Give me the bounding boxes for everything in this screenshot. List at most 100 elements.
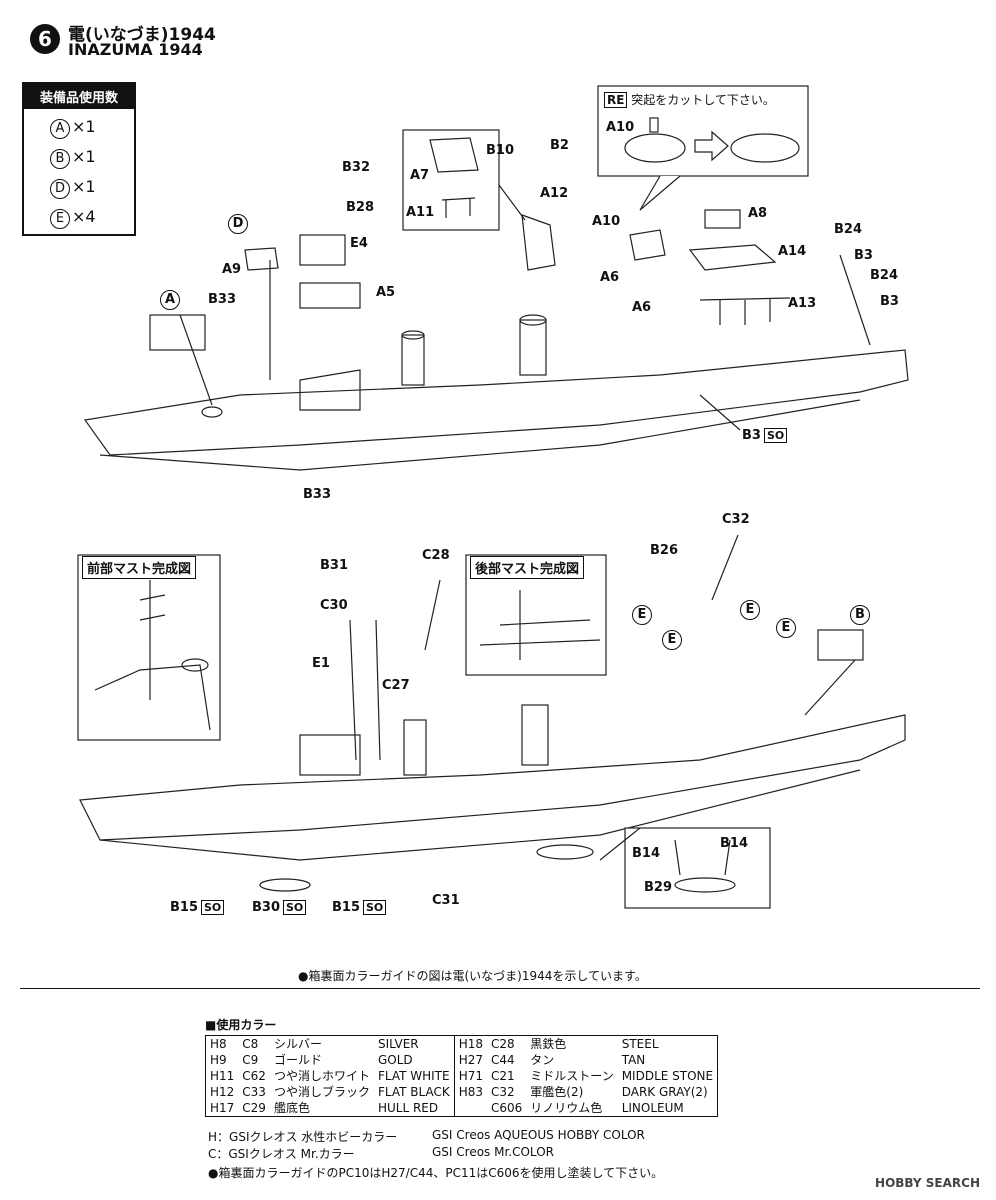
color-name-jp: シルバー: [273, 1037, 322, 1051]
part-b29: [674, 877, 736, 893]
part-a8: [704, 209, 741, 229]
re-badge: RE: [604, 92, 628, 108]
label-b3-2: B3: [880, 294, 899, 309]
equipment-row: B×1: [50, 147, 134, 169]
fore-mast-drawing: [94, 580, 211, 731]
circle-b: B: [850, 605, 870, 625]
equipment-count: ×1: [72, 177, 96, 196]
part-a7: [429, 137, 479, 173]
label-a6-2: A6: [632, 300, 652, 315]
part-e4: [299, 234, 346, 266]
step-title-en: INAZUMA 1944: [68, 40, 203, 59]
label-b3-part: B3: [742, 428, 761, 443]
so-badge: SO: [363, 900, 387, 915]
box-color-guide-note: ●箱裏面カラーガイドの図は電(いなづま)1944を示しています。: [298, 969, 647, 983]
part-c28: [424, 579, 441, 651]
label-a12: A12: [540, 186, 569, 201]
label-c27: C27: [382, 678, 410, 693]
color-c: C28: [491, 1037, 515, 1051]
bridge-lower: [299, 734, 361, 776]
circle-a: A: [160, 290, 180, 310]
color-name-en: LINOLEUM: [621, 1101, 684, 1115]
legend-h-en: GSI Creos AQUEOUS HOBBY COLOR: [432, 1128, 645, 1142]
label-b24-2: B24: [870, 268, 898, 283]
label-a10: A10: [592, 214, 621, 229]
color-name-en: STEEL: [621, 1037, 659, 1051]
circle-letter: A: [50, 119, 70, 139]
so-badge: SO: [763, 428, 788, 443]
part-a14: [688, 244, 777, 271]
color-h: H27: [453, 1052, 487, 1068]
part-b30: [259, 878, 311, 892]
part-a13: [699, 297, 791, 325]
leader-line: [699, 394, 741, 431]
leader-line: [804, 659, 856, 716]
color-name-en: HULL RED: [377, 1101, 439, 1115]
leader-line: [599, 827, 641, 861]
color-name-jp: つや消しブラック: [273, 1085, 370, 1099]
so-badge: SO: [201, 900, 225, 915]
label-b15-part: B15: [170, 900, 198, 915]
aft-mast-drawing: [479, 590, 601, 660]
color-name-en: SILVER: [377, 1037, 419, 1051]
label-a11: A11: [406, 205, 435, 220]
label-b2: B2: [550, 138, 569, 153]
re-note-box: [597, 85, 809, 177]
color-name-en: TAN: [621, 1053, 646, 1067]
color-h: H8: [210, 1037, 227, 1051]
circle-letter: D: [50, 179, 70, 199]
circle-e: E: [632, 605, 652, 625]
legend-c-en: GSI Creos Mr.COLOR: [432, 1145, 554, 1159]
funnel-aft: [519, 319, 547, 376]
circle-e: E: [662, 630, 682, 650]
color-name-en: DARK GRAY(2): [621, 1085, 708, 1099]
fore-mast-pole: [375, 619, 381, 761]
re-note-text: 突起をカットして下さい。: [631, 93, 775, 107]
turret-b: [817, 629, 864, 661]
color-h: H18: [453, 1035, 487, 1052]
label-b3-1: B3: [854, 248, 873, 263]
equipment-count-title: 装備品使用数: [24, 84, 134, 109]
color-h: H11: [210, 1069, 235, 1083]
part-a9: [244, 247, 279, 271]
color-c: C62: [242, 1069, 266, 1083]
circle-e: E: [740, 600, 760, 620]
label-b10: B10: [486, 143, 514, 158]
color-c: C44: [491, 1053, 515, 1067]
label-a5: A5: [376, 285, 396, 300]
funnel-fore-top: [401, 330, 425, 340]
label-b15-part: B15: [332, 900, 360, 915]
part-c32: [711, 534, 739, 601]
mast-assembly: [521, 214, 556, 271]
part-b14: [674, 839, 731, 876]
legend-h-jp: H：GSIクレオス 水性ホビーカラー: [208, 1130, 398, 1144]
pc-note: ●箱裏面カラーガイドのPC10はH27/C44、PC11はC606を使用し塗装し…: [208, 1166, 664, 1180]
label-b31: B31: [320, 558, 348, 573]
label-b26: B26: [650, 543, 678, 558]
label-e1: E1: [312, 656, 330, 671]
label-b30-part: B30: [252, 900, 280, 915]
circle-letter: B: [50, 149, 70, 169]
label-e4: E4: [350, 236, 368, 251]
divider: [20, 988, 980, 989]
color-h: H83: [453, 1084, 487, 1100]
color-name-jp: タン: [530, 1053, 555, 1067]
hull-top-view: [83, 349, 909, 456]
color-name-en: FLAT WHITE: [377, 1069, 450, 1083]
color-h: H71: [453, 1068, 487, 1084]
boat-detail-box: [624, 827, 771, 909]
equipment-count: ×1: [72, 147, 96, 166]
label-b28: B28: [346, 200, 374, 215]
circle-e: E: [776, 618, 796, 638]
fore-funnel-drawing: [181, 658, 209, 672]
arrow-right-icon: [694, 130, 729, 162]
aft-mast-title: 後部マスト完成図: [470, 556, 585, 579]
hull-side-lower-edge: [99, 769, 861, 861]
label-b14-2: B14: [720, 836, 748, 851]
bridge: [299, 369, 361, 411]
